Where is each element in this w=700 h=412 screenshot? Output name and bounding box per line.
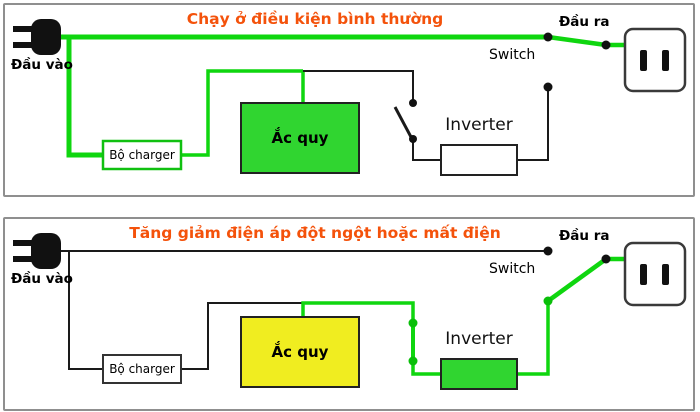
battery-box bbox=[240, 102, 360, 174]
terminal-dot-ac bbox=[543, 32, 553, 42]
terminal-dot-common bbox=[601, 254, 611, 264]
output-label: Đầu ra bbox=[559, 227, 610, 244]
outlet-slot-right bbox=[662, 264, 669, 285]
transfer-switch-lever bbox=[546, 257, 608, 303]
inverter-switch-lever-open bbox=[393, 106, 413, 138]
panel-title: Chạy ở điều kiện bình thường bbox=[187, 9, 443, 28]
charger-box bbox=[102, 354, 182, 384]
battery-label: Ắc quy bbox=[272, 340, 329, 361]
inverter-label: Inverter bbox=[445, 115, 512, 135]
outlet-slot-left bbox=[640, 264, 647, 285]
inverter-switch-bottom-dot bbox=[408, 356, 418, 366]
inverter-box bbox=[440, 144, 518, 176]
charger-box bbox=[101, 139, 183, 171]
plug-body bbox=[31, 233, 61, 269]
output-label: Đầu ra bbox=[559, 13, 610, 30]
plug-prong-top bbox=[13, 240, 33, 246]
plug-icon bbox=[13, 19, 61, 55]
wire-charger-to-battery bbox=[181, 302, 303, 370]
inverter-switch-top-dot bbox=[408, 318, 418, 328]
plug-prong-bottom bbox=[13, 256, 33, 262]
outlet-slot-right bbox=[662, 50, 669, 71]
inverter-switch-top-dot bbox=[409, 99, 417, 107]
wire-battery-discharge bbox=[301, 301, 415, 321]
wire-charger-to-battery bbox=[181, 69, 303, 157]
inverter-box bbox=[440, 358, 518, 390]
panel-power-failure: Tăng giảm điện áp đột ngột hoặc mất điện… bbox=[3, 217, 695, 411]
plug-prong-top bbox=[13, 26, 33, 32]
panel-title: Tăng giảm điện áp đột ngột hoặc mất điện bbox=[129, 224, 501, 242]
input-label: Đầu vào bbox=[11, 270, 73, 287]
inverter-switch-bottom-dot bbox=[409, 135, 417, 143]
terminal-dot-common bbox=[601, 40, 611, 50]
battery-box bbox=[240, 316, 360, 388]
charger-label: Bộ charger bbox=[109, 148, 175, 162]
wire-inverter-output bbox=[517, 301, 550, 376]
switch-label: Switch bbox=[489, 261, 535, 277]
outlet-icon bbox=[623, 27, 687, 93]
terminal-dot-inverter bbox=[543, 296, 553, 306]
terminal-dot-inverter bbox=[543, 82, 553, 92]
outlet-icon bbox=[623, 241, 687, 307]
wire-inverter-output bbox=[517, 87, 549, 161]
battery-label: Ắc quy bbox=[272, 126, 329, 147]
charger-label: Bộ charger bbox=[109, 362, 175, 376]
transfer-switch-lever bbox=[547, 34, 607, 48]
inverter-label: Inverter bbox=[445, 329, 512, 349]
switch-label: Switch bbox=[489, 47, 535, 63]
wire-inverter-input bbox=[411, 361, 441, 376]
input-label: Đầu vào bbox=[11, 56, 73, 73]
outlet-slot-left bbox=[640, 50, 647, 71]
wire-inverter-input bbox=[412, 139, 441, 161]
wire-charger-branch bbox=[68, 251, 103, 370]
plug-icon bbox=[13, 233, 61, 269]
outlet-body bbox=[623, 241, 687, 307]
plug-body bbox=[31, 19, 61, 55]
wire-battery-bus bbox=[303, 70, 414, 101]
terminal-dot-ac bbox=[543, 246, 553, 256]
circuit-diagram-backup: Tăng giảm điện áp đột ngột hoặc mất điện… bbox=[11, 224, 687, 390]
outlet-body bbox=[623, 27, 687, 93]
circuit-diagram-normal: Chạy ở điều kiện bình thường Đầu vào Đầu… bbox=[11, 9, 687, 176]
panel-normal-operation: Chạy ở điều kiện bình thường Đầu vào Đầu… bbox=[3, 3, 695, 197]
wire-charger-branch bbox=[66, 37, 103, 158]
plug-prong-bottom bbox=[13, 42, 33, 48]
